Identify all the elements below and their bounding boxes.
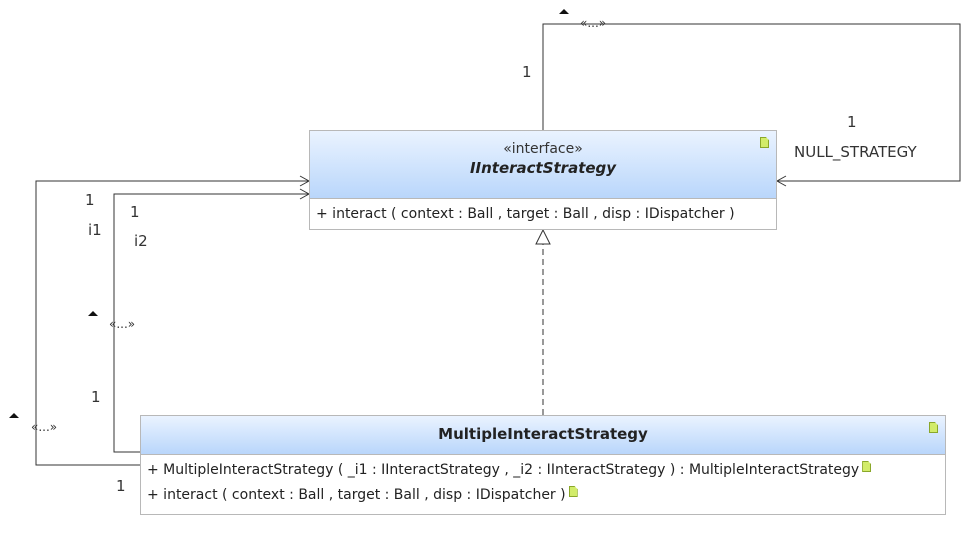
- null-strategy-association-line: [542, 23, 961, 182]
- null-strategy-source-multiplicity: 1: [522, 63, 532, 81]
- class-operations: + MultipleInteractStrategy ( _i1 : IInte…: [141, 455, 945, 508]
- interface-stereotype: «interface»: [503, 141, 583, 157]
- i1-role-label: i1: [88, 221, 102, 239]
- note-icon: [568, 486, 578, 497]
- interface-name: IInteractStrategy: [469, 159, 617, 177]
- class-operation-interact[interactable]: + interact ( context : Ball , target : B…: [141, 483, 945, 508]
- interface-operations: + interact ( context : Ball , target : B…: [310, 199, 776, 227]
- i1-direction-marker: [9, 413, 19, 418]
- i1-target-multiplicity: 1: [85, 191, 95, 209]
- note-icon: [760, 137, 769, 148]
- class-multipleinteractstrategy[interactable]: MultipleInteractStrategy + MultipleInter…: [140, 415, 946, 515]
- interface-operation-interact[interactable]: + interact ( context : Ball , target : B…: [310, 202, 776, 227]
- i1-association-line: [35, 180, 309, 466]
- null-strategy-arrowhead: [775, 175, 787, 187]
- note-icon: [862, 461, 872, 472]
- i2-source-multiplicity: 1: [91, 388, 101, 406]
- interface-iinteractstrategy[interactable]: «interface» IInteractStrategy + interact…: [309, 130, 777, 230]
- null-strategy-target-multiplicity: 1: [847, 113, 857, 131]
- note-icon: [929, 422, 938, 433]
- i2-direction-marker: [88, 311, 98, 316]
- interface-header: «interface» IInteractStrategy: [310, 131, 776, 199]
- null-strategy-direction-marker: [559, 9, 569, 14]
- realization-arrowhead: [535, 228, 551, 245]
- operation-signature: + interact ( context : Ball , target : B…: [316, 206, 735, 222]
- class-header: MultipleInteractStrategy: [141, 416, 945, 455]
- null-strategy-role-label: NULL_STRATEGY: [794, 143, 917, 161]
- null-strategy-stereotype-label: «...»: [580, 16, 607, 30]
- class-operation-constructor[interactable]: + MultipleInteractStrategy ( _i1 : IInte…: [141, 458, 945, 483]
- operation-signature: + interact ( context : Ball , target : B…: [147, 487, 566, 503]
- i2-role-label: i2: [134, 232, 148, 250]
- i2-target-multiplicity: 1: [130, 203, 140, 221]
- i1-source-multiplicity: 1: [116, 477, 126, 495]
- operation-signature: + MultipleInteractStrategy ( _i1 : IInte…: [147, 462, 860, 478]
- i2-stereotype-label: «...»: [109, 317, 136, 331]
- i2-association-line: [113, 193, 309, 453]
- i1-stereotype-label: «...»: [31, 420, 58, 434]
- class-name: MultipleInteractStrategy: [438, 425, 648, 443]
